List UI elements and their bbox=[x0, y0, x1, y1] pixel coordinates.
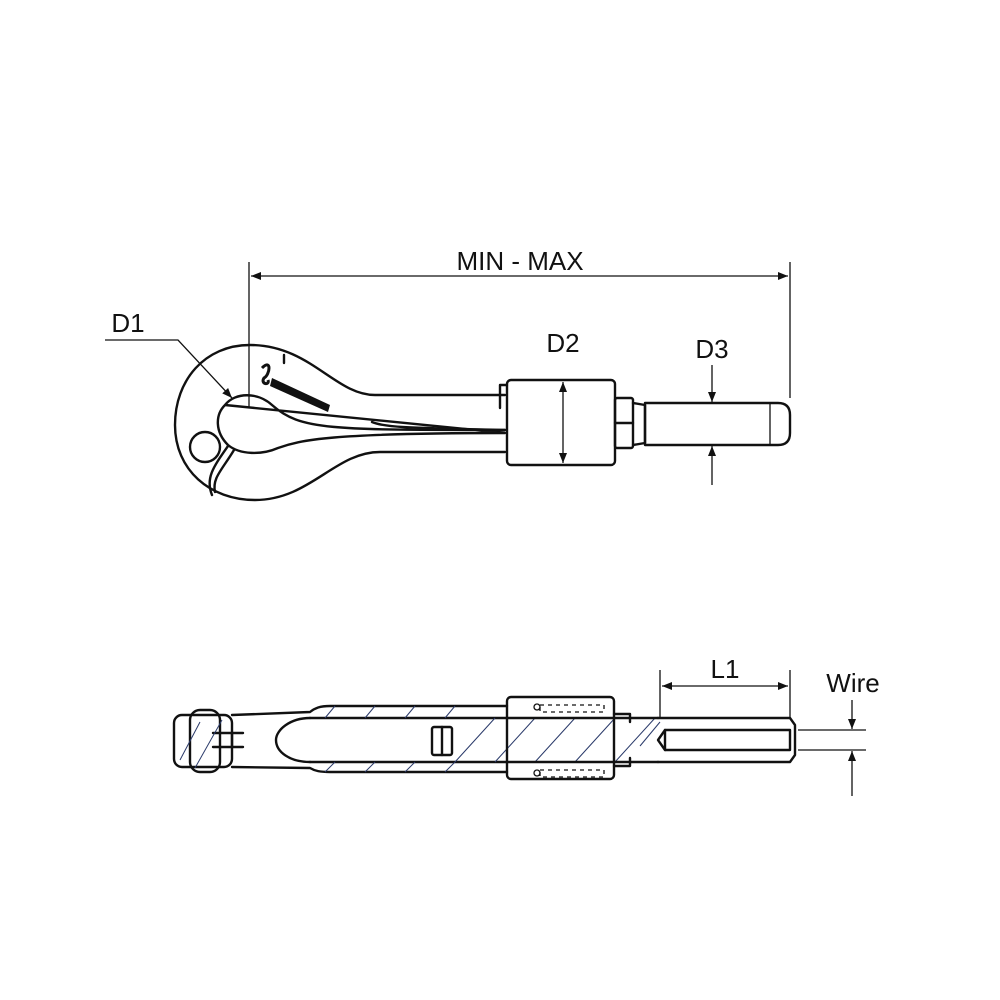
min-max-label: MIN - MAX bbox=[456, 246, 583, 276]
brand-logo bbox=[260, 363, 330, 412]
terminal-pin bbox=[643, 401, 792, 447]
sleeve-section bbox=[505, 695, 616, 781]
d3-dimension: D3 bbox=[695, 334, 729, 485]
wire-label: Wire bbox=[826, 668, 879, 698]
wire-dimension: Wire bbox=[798, 668, 880, 796]
eye-section bbox=[172, 713, 234, 769]
section-hatching bbox=[324, 705, 661, 773]
d2-dimension: D2 bbox=[546, 328, 580, 463]
d3-label: D3 bbox=[695, 334, 728, 364]
hook-body bbox=[173, 343, 507, 502]
d1-label: D1 bbox=[111, 308, 144, 338]
side-view: L1 Wire bbox=[172, 654, 880, 796]
l1-label: L1 bbox=[711, 654, 740, 684]
pin-section bbox=[656, 716, 797, 764]
min-max-dimension: MIN - MAX bbox=[248, 246, 791, 408]
wire-bore bbox=[663, 728, 792, 752]
l1-dimension: L1 bbox=[659, 654, 791, 718]
d1-dimension: D1 bbox=[105, 308, 233, 399]
sleeve bbox=[505, 378, 617, 467]
top-view: MIN - MAX D1 bbox=[105, 246, 792, 502]
d2-label: D2 bbox=[546, 328, 579, 358]
